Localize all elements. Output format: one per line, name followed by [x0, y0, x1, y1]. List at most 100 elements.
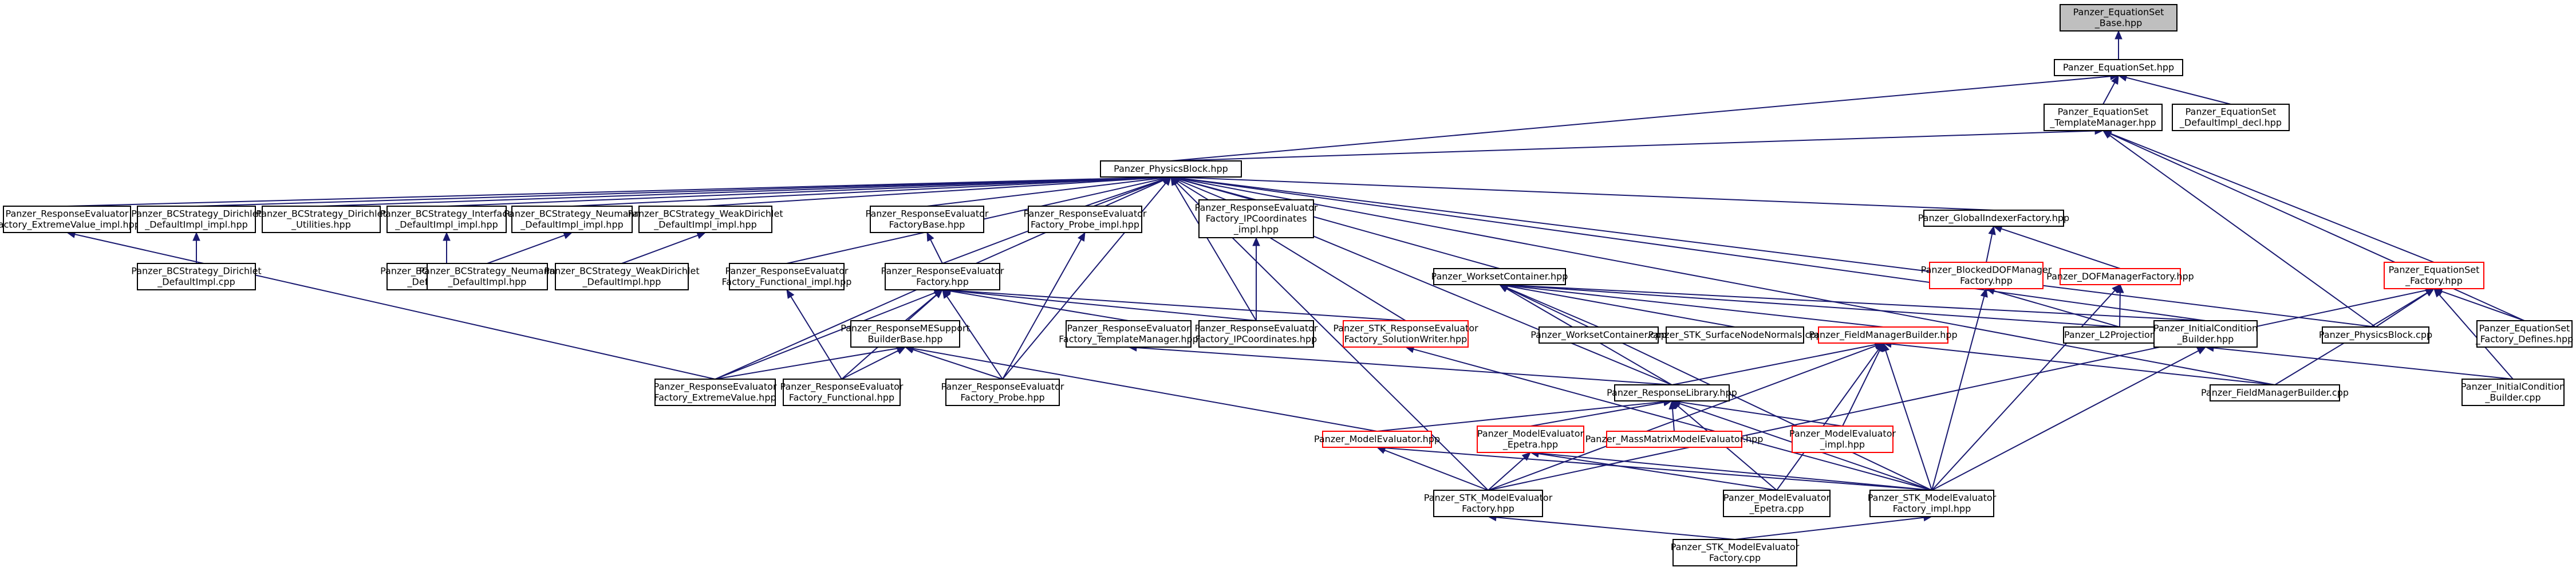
node-wsc_cpp[interactable]: Panzer_WorksetContainer.cpp — [1530, 326, 1667, 344]
node-me[interactable]: Panzer_ModelEvaluator.hpp — [1314, 431, 1440, 448]
node-label: Panzer_WorksetContainer.hpp — [1431, 271, 1568, 282]
edge-stk_mef_impl-to-bdofmf — [1931, 296, 1985, 491]
node-label: Factory.hpp — [916, 277, 969, 288]
edge-fmb_cpp-to-physblock — [1178, 178, 2275, 385]
node-gif[interactable]: Panzer_GlobalIndexerFactory.hpp — [1918, 210, 2069, 227]
node-box — [1066, 320, 1192, 348]
node-me_impl[interactable]: Panzer_ModelEvaluator_impl.hpp — [1789, 426, 1896, 453]
arrowhead-rf_func-to-rf — [933, 289, 943, 298]
node-bc_dir_util[interactable]: Panzer_BCStrategy_Dirichlet_Utilities.hp… — [256, 206, 386, 233]
node-eqset_defimpl[interactable]: Panzer_EquationSet_DefaultImpl_decl.hpp — [2172, 104, 2290, 131]
node-stk_sn[interactable]: Panzer_STK_SurfaceNodeNormals.cpp — [1648, 326, 1822, 344]
node-mme[interactable]: Panzer_MassMatrixModelEvaluator.hpp — [1585, 431, 1764, 448]
node-rf_probe_impl[interactable]: Panzer_ResponseEvaluatorFactory_Probe_im… — [1024, 206, 1147, 233]
node-label: Panzer_InitialCondition — [2153, 323, 2258, 334]
node-box — [137, 263, 256, 290]
node-rf_func_impl[interactable]: Panzer_ResponseEvaluatorFactory_Function… — [722, 263, 852, 290]
edge-stk_mef-to-fmb — [1488, 345, 1876, 491]
node-box — [1869, 490, 1994, 517]
node-rf_ev[interactable]: Panzer_ResponseEvaluatorFactory_ExtremeV… — [654, 379, 777, 406]
edge-rf-to-rf_base — [930, 239, 943, 264]
node-rf_ev_impl[interactable]: Panzer_ResponseEvaluatorFactory_ExtremeV… — [0, 206, 140, 233]
node-label: BuilderBase.hpp — [867, 334, 942, 345]
node-label: Factory_IPCoordinates.hpp — [1196, 334, 1317, 345]
node-stk_mef_impl[interactable]: Panzer_STK_ModelEvaluatorFactory_impl.hp… — [1868, 490, 1997, 517]
edge-rf_probe-to-rf — [946, 296, 1003, 380]
edge-gif-to-physblock — [1178, 176, 1994, 211]
edges-layer — [66, 30, 2525, 540]
node-label: Panzer_ResponseEvaluator — [1024, 208, 1147, 220]
node-rf_ipc[interactable]: Panzer_ResponseEvaluatorFactory_IPCoordi… — [1195, 320, 1318, 348]
node-bc_wd_impl[interactable]: Panzer_BCStrategy_WeakDirichlet_DefaultI… — [628, 206, 783, 233]
node-wsc[interactable]: Panzer_WorksetContainer.hpp — [1431, 268, 1568, 285]
node-bc_neu_impl[interactable]: Panzer_BCStrategy_Neumann_DefaultImpl_im… — [504, 206, 640, 233]
node-label: Panzer_InitialCondition — [2461, 381, 2565, 393]
node-box — [2461, 379, 2565, 406]
edge-stk_mef_impl-to-dofmf — [1931, 290, 2116, 491]
node-label: Factory_Probe_impl.hpp — [1031, 219, 1139, 231]
node-eqset_tm[interactable]: Panzer_EquationSet_TemplateManager.hpp — [2044, 104, 2163, 131]
edge-fmb_cpp-to-fmb — [1891, 343, 2275, 385]
node-label: Panzer_BCStrategy_Dirichlet — [256, 208, 386, 220]
node-bc_neu_hpp[interactable]: Panzer_BCStrategy_Neumann_DefaultImpl.hp… — [419, 263, 555, 290]
arrowhead-rf_ipc-to-rf_ipc_impl — [1252, 237, 1260, 246]
node-label: _impl.hpp — [1233, 224, 1279, 235]
edge-ic_builder-to-physblock — [1178, 177, 2206, 321]
node-rf_ipc_impl[interactable]: Panzer_ResponseEvaluatorFactory_IPCoordi… — [1195, 199, 1318, 238]
edge-resplib-to-fmb — [1671, 344, 1876, 385]
node-ic_builder[interactable]: Panzer_InitialCondition_Builder.hpp — [2153, 320, 2258, 348]
node-fmb_cpp[interactable]: Panzer_FieldManagerBuilder.cpp — [2201, 384, 2349, 401]
arrowhead-rf_probe-to-rf — [942, 289, 950, 299]
edge-rf_tm-to-rf — [950, 290, 1129, 321]
edge-bc_wd_hpp-to-bc_wd_impl — [621, 234, 699, 264]
node-eqset_fdef[interactable]: Panzer_EquationSet_Factory_Defines.hpp — [2475, 320, 2574, 348]
node-bc_if_impl[interactable]: Panzer_BCStrategy_Interface_DefaultImpl_… — [380, 206, 513, 233]
edge-stk_mef_cpp-to-stk_mef — [1496, 517, 1735, 540]
edge-rf_base-to-physblock — [926, 177, 1163, 207]
node-label: Panzer_MassMatrixModelEvaluator.hpp — [1585, 434, 1764, 445]
edge-rf_ev-to-rf — [715, 292, 936, 380]
node-bc_wd_hpp[interactable]: Panzer_BCStrategy_WeakDirichlet_DefaultI… — [544, 263, 700, 290]
node-bc_dir_cpp[interactable]: Panzer_BCStrategy_Dirichlet_DefaultImpl.… — [131, 263, 262, 290]
edge-rf_func-to-rf_func_impl — [790, 296, 842, 380]
node-eqset_factory[interactable]: Panzer_EquationSet_Factory.hpp — [2384, 262, 2484, 289]
node-label: Panzer_EquationSet — [2479, 323, 2570, 334]
node-label: _DefaultImpl_impl.hpp — [395, 219, 498, 231]
node-eqset_base[interactable]: Panzer_EquationSet_Base.hpp — [2060, 4, 2177, 31]
node-box — [654, 379, 776, 406]
arrowhead-stk_mef_impl-to-fmb — [1882, 342, 1889, 352]
node-physblock_cpp[interactable]: Panzer_PhysicsBlock.cpp — [2319, 326, 2432, 344]
edge-physblock-to-eqset — [1170, 76, 2111, 162]
node-rf_func[interactable]: Panzer_ResponseEvaluatorFactory_Function… — [780, 379, 904, 406]
node-label: Panzer_WorksetContainer.cpp — [1530, 329, 1667, 341]
node-resplib[interactable]: Panzer_ResponseLibrary.hpp — [1607, 384, 1737, 401]
node-bc_dir_impl[interactable]: Panzer_BCStrategy_Dirichlet_DefaultImpl_… — [131, 206, 262, 233]
node-label: Panzer_STK_ModelEvaluator — [1424, 493, 1553, 504]
node-label: Panzer_EquationSet — [2073, 7, 2164, 18]
node-rf_tm[interactable]: Panzer_ResponseEvaluatorFactory_Template… — [1059, 320, 1198, 348]
node-rf_probe[interactable]: Panzer_ResponseEvaluatorFactory_Probe.hp… — [941, 379, 1064, 406]
arrowhead-eqset-to-eqset_base — [2115, 30, 2123, 40]
node-label: Factory_ExtremeValue.hpp — [654, 392, 776, 404]
node-fmb[interactable]: Panzer_FieldManagerBuilder.hpp — [1809, 326, 1958, 344]
edge-fmb-to-wsc — [1507, 285, 1884, 328]
node-stk_rf_sw[interactable]: Panzer_STK_ResponseEvaluatorFactory_Solu… — [1333, 320, 1478, 348]
node-dofmf[interactable]: Panzer_DOFManagerFactory.hpp — [2046, 268, 2194, 285]
edge-rf_probe-to-rme_support — [912, 349, 1003, 380]
edge-dofmf-to-gif — [2001, 228, 2121, 269]
node-ic_builder_cpp[interactable]: Panzer_InitialCondition_Builder.cpp — [2461, 379, 2565, 406]
edge-bc_dir_impl-to-physblock — [196, 176, 1163, 207]
node-eqset[interactable]: Panzer_EquationSet.hpp — [2054, 59, 2183, 76]
node-box — [1433, 490, 1543, 517]
node-physblock[interactable]: Panzer_PhysicsBlock.hpp — [1100, 160, 1242, 178]
node-me_epetra[interactable]: Panzer_ModelEvaluator_Epetra.hpp — [1477, 426, 1584, 453]
edge-wsc_cpp-to-wsc — [1506, 287, 1599, 328]
node-box — [2060, 268, 2181, 285]
node-me_epetra_cpp[interactable]: Panzer_ModelEvaluator_Epetra.cpp — [1723, 490, 1831, 517]
